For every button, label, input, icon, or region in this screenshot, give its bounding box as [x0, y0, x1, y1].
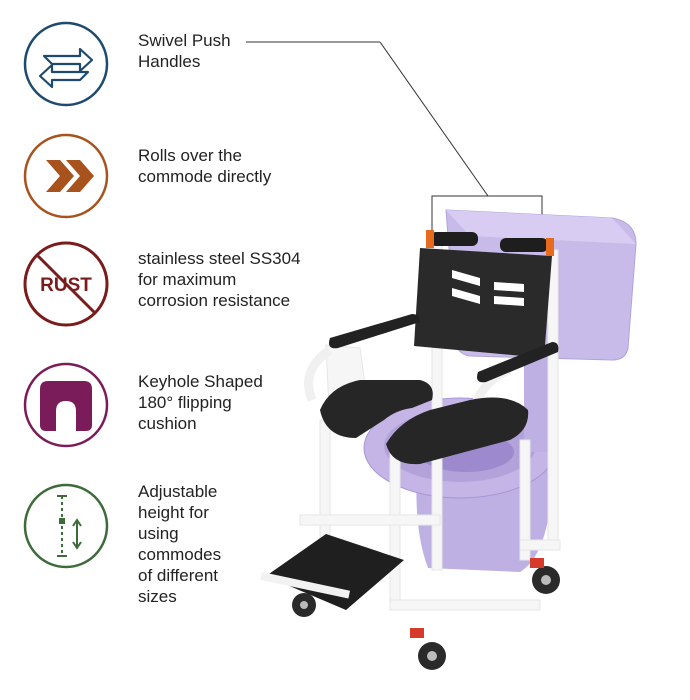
feature-rust-text: stainless steel SS304 for maximum corros…	[138, 248, 301, 311]
feature-line: of different	[138, 566, 219, 585]
footrest	[260, 534, 404, 610]
adjustable-height-icon	[23, 483, 109, 569]
feature-line: height for	[138, 503, 209, 522]
feature-line: Keyhole Shaped	[138, 372, 263, 391]
keyhole-cushion-icon	[23, 362, 109, 448]
seat-cushion	[320, 380, 529, 465]
feature-line: cushion	[138, 414, 197, 433]
feature-line: commodes	[138, 545, 222, 564]
feature-line: Rolls over the	[138, 146, 242, 165]
feature-rolls-text: Rolls over the commode directly	[138, 145, 271, 187]
rust-icon-label: RUST	[40, 275, 92, 296]
feature-line: commode directly	[138, 167, 272, 186]
feature-line: stainless steel SS304	[138, 249, 301, 268]
feature-line: Handles	[138, 52, 201, 71]
feature-line: using	[138, 524, 179, 543]
feature-line: for maximum	[138, 270, 237, 289]
feature-line: 180° flipping	[138, 393, 232, 412]
feature-line: corrosion resistance	[138, 291, 291, 310]
feature-line: Swivel Push	[138, 31, 231, 50]
no-rust-icon: RUST	[23, 241, 109, 327]
push-handles	[426, 230, 554, 256]
feature-line: Adjustable	[138, 482, 218, 501]
swap-arrows-icon	[23, 21, 109, 107]
double-chevron-right-icon	[23, 133, 109, 219]
backrest	[414, 248, 552, 358]
feature-height-text: Adjustable height for using commodes of …	[138, 481, 221, 607]
armrests	[329, 314, 559, 383]
feature-swivel-text: Swivel Push Handles	[138, 30, 231, 72]
feature-cushion-text: Keyhole Shaped 180° flipping cushion	[138, 371, 263, 434]
feature-line: sizes	[138, 587, 177, 606]
caster-wheels	[292, 558, 560, 670]
